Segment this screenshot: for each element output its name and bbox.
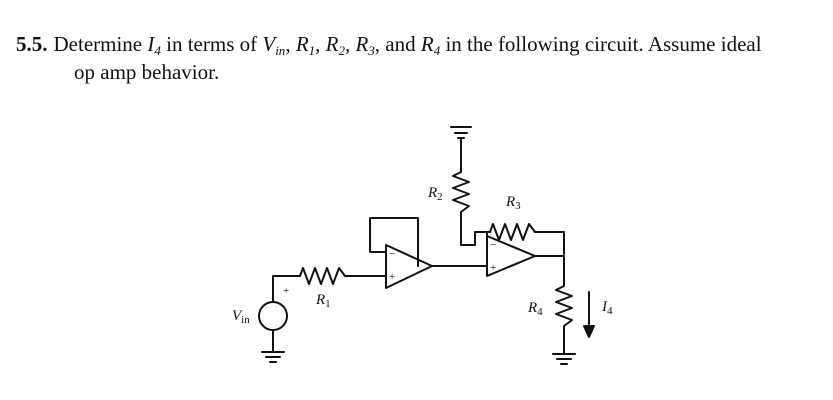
opamp1-minus-sign: − (389, 248, 395, 260)
problem-statement: 5.5.Determine I4 in terms of Vin, R1, R2… (16, 30, 831, 86)
var-r1: R1 (295, 32, 316, 58)
var-i4: I4 (147, 32, 161, 58)
opamp-2 (486, 235, 536, 277)
var-r2: R2 (325, 32, 345, 58)
vin-plus-sign: + (283, 285, 289, 297)
var-vin: Vin (262, 32, 286, 58)
r2-ground-symbol (450, 126, 472, 169)
i4-current-arrow (583, 291, 595, 338)
vin-label: Vin (232, 308, 250, 326)
problem-number: 5.5. (16, 32, 48, 56)
input-wire (272, 275, 301, 303)
opamp2-output-wire (534, 255, 565, 283)
r1-resistor (299, 267, 346, 285)
r2-label: R2 (427, 185, 443, 203)
var-r3: R3 (355, 32, 375, 58)
opamp-1 (385, 244, 433, 289)
r2-to-inverting-wire (460, 217, 488, 246)
r4-label: R4 (527, 300, 543, 318)
i4-label: I4 (601, 299, 613, 317)
r3-resistor (489, 223, 536, 241)
opamp1-plus-sign: + (389, 271, 395, 283)
opamp2-minus-sign: − (490, 239, 496, 251)
r3-label: R3 (505, 194, 521, 212)
r4-ground-symbol (552, 333, 576, 365)
follower-feedback-wire (369, 217, 419, 267)
opamp2-plus-sign: + (490, 262, 496, 274)
var-r4: R4 (420, 32, 441, 58)
r3-right-wire (534, 231, 565, 255)
r1-label: R1 (315, 292, 331, 310)
r4-resistor (555, 281, 573, 335)
r2-resistor (452, 167, 470, 219)
problem-line-2: op amp behavior. (74, 60, 220, 84)
vin-ground-symbol (261, 329, 285, 363)
vin-source (258, 301, 288, 331)
